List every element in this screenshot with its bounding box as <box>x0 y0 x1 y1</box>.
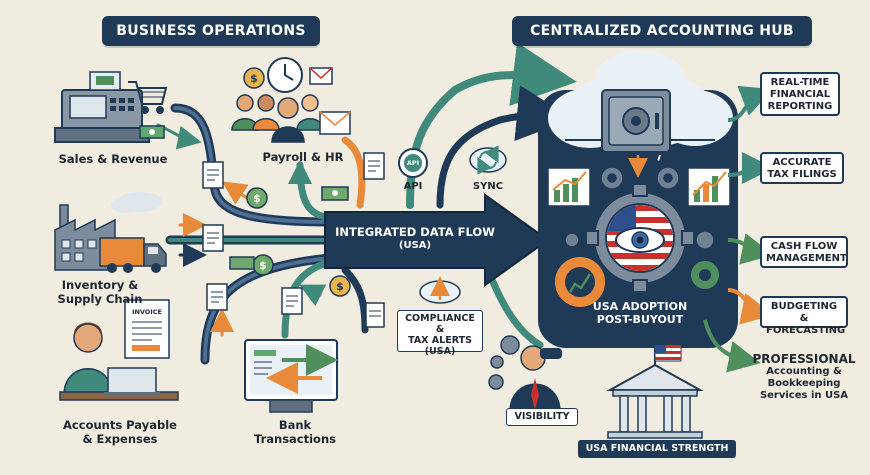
svg-text:$: $ <box>336 280 344 293</box>
sync-label: SYNC <box>472 181 504 192</box>
compliance-line1: COMPLIANCE & <box>405 313 475 335</box>
bank-building-icon <box>606 344 704 439</box>
integrated-data-flow-subtitle: (USA) <box>398 240 432 251</box>
shopping-cart-icon <box>128 81 168 114</box>
pro-line2: Accounting & <box>766 366 842 377</box>
svg-text:$: $ <box>250 72 258 85</box>
accounts-payable-line2: & Expenses <box>82 432 158 446</box>
budgeting-box: BUDGETING & FORECASTING <box>760 296 848 336</box>
sync-icon <box>469 145 507 175</box>
sales-revenue-label: Sales & Revenue <box>58 152 168 166</box>
cash-line1: CASH FLOW <box>770 241 838 252</box>
banknote-icon <box>229 186 349 270</box>
realtime-line1: REAL-TIME <box>770 77 830 88</box>
usa-adoption-label: USA ADOPTION POST-BUYOUT <box>580 300 700 326</box>
document-icon <box>202 152 385 328</box>
compliance-line2: TAX ALERTS <box>408 335 472 346</box>
safe-icon <box>601 89 671 153</box>
upload-cloud-icon <box>419 276 461 304</box>
accounting-hub <box>538 50 738 348</box>
realtime-line2: FINANCIAL <box>769 89 831 100</box>
bank-transactions-line1: Bank <box>278 418 312 432</box>
budget-line2: FORECASTING <box>766 325 846 336</box>
bar-chart-icon <box>547 167 591 207</box>
realtime-reporting-box: REAL-TIME FINANCIAL REPORTING <box>760 72 840 116</box>
business-operations-heading: BUSINESS OPERATIONS <box>102 16 320 46</box>
compliance-tax-alerts-box: COMPLIANCE & TAX ALERTS (USA) <box>397 310 483 357</box>
growth-chart-icon <box>687 167 731 207</box>
usa-adoption-line1: USA ADOPTION <box>592 300 688 313</box>
usa-adoption-line2: POST-BUYOUT <box>596 313 684 326</box>
tax-filings-box: ACCURATE TAX FILINGS <box>760 152 844 184</box>
pro-line3: Bookkeeping <box>767 378 841 389</box>
pro-line1: PROFESSIONAL <box>752 352 856 366</box>
integrated-data-flow-arrow <box>324 193 550 287</box>
usa-financial-strength-tag: USA FINANCIAL STRENGTH <box>578 440 736 458</box>
svg-text:$: $ <box>259 259 267 272</box>
accounts-payable-label: Accounts Payable & Expenses <box>50 418 190 446</box>
integrated-data-flow-label: INTEGRATED DATA FLOW (USA) <box>330 226 500 252</box>
professional-services-label: PROFESSIONAL Accounting & Bookkeeping Se… <box>748 352 860 402</box>
orange-gear-icon <box>553 255 607 309</box>
api-icon <box>398 148 428 178</box>
cash-line2: MANAGEMENT <box>766 253 847 264</box>
accounts-payable-line1: Accounts Payable <box>63 418 177 432</box>
accountant-icon <box>59 299 179 401</box>
tax-line1: ACCURATE <box>772 157 832 168</box>
api-badge-text: API <box>406 159 420 167</box>
coin-icon: $ $ $ <box>246 187 351 297</box>
invoice-tag: INVOICE <box>132 308 162 316</box>
integrated-data-flow-title: INTEGRATED DATA FLOW <box>335 225 495 239</box>
bank-transactions-label: Bank Transactions <box>240 418 350 446</box>
green-gear-icon <box>689 259 721 291</box>
gear-icon <box>564 166 715 250</box>
budget-line1: BUDGETING & <box>770 301 838 324</box>
binoculars-person-icon <box>488 335 562 413</box>
centralized-hub-heading: CENTRALIZED ACCOUNTING HUB <box>512 16 812 46</box>
inventory-label: Inventory & Supply Chain <box>40 278 160 306</box>
factory-truck-icon <box>54 192 167 273</box>
cash-register-icon <box>54 71 165 143</box>
svg-text:$: $ <box>253 192 261 205</box>
compliance-line3: (USA) <box>424 346 456 357</box>
tax-line2: TAX FILINGS <box>767 169 837 180</box>
usa-eye-gear-icon <box>585 183 695 293</box>
inventory-label-line2: Supply Chain <box>57 292 143 306</box>
people-icon: $ <box>231 57 351 143</box>
cash-flow-box: CASH FLOW MANAGEMENT <box>760 236 848 268</box>
realtime-line3: REPORTING <box>767 101 833 112</box>
output-arrows <box>703 85 774 373</box>
inventory-label-line1: Inventory & <box>61 278 139 292</box>
monitor-transfer-icon <box>244 339 338 413</box>
payroll-hr-label: Payroll & HR <box>262 150 344 164</box>
bank-transactions-line2: Transactions <box>254 432 336 446</box>
pro-line4: Services in USA <box>759 390 849 401</box>
visibility-tag: VISIBILITY <box>506 408 578 426</box>
api-label: API <box>403 181 423 192</box>
